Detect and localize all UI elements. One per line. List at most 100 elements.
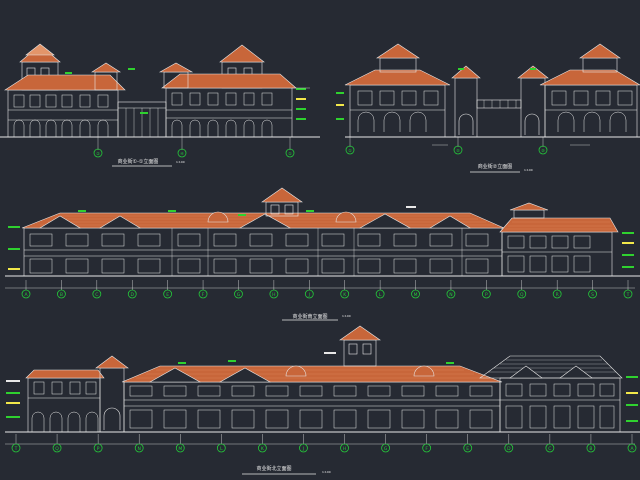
axis-bubble bbox=[216, 443, 226, 453]
axis-label: Q bbox=[55, 446, 59, 452]
axis-bubble bbox=[446, 289, 456, 299]
axis-label: M bbox=[178, 446, 182, 452]
elevation-2-annotations bbox=[336, 68, 590, 146]
elevation-1-title-block: 商业街①-①立面图 1:100 bbox=[112, 158, 185, 167]
drawing-scale: 1:100 bbox=[176, 160, 185, 164]
axis-label: M bbox=[414, 292, 418, 298]
elevation-4-annotations bbox=[6, 352, 638, 422]
axis-label: B bbox=[60, 292, 63, 298]
axis-bubble bbox=[381, 443, 391, 453]
axis-bubble bbox=[623, 289, 633, 299]
drawing-scale: 1:100 bbox=[322, 470, 331, 474]
axis-bubble bbox=[517, 289, 527, 299]
axis-label: Q bbox=[520, 292, 524, 298]
axis-bubble bbox=[340, 289, 350, 299]
axis-label: H bbox=[272, 292, 275, 298]
axis-label: S bbox=[591, 292, 594, 298]
axis-bubble bbox=[552, 289, 562, 299]
elevation-2-title-block: 商业街②立面图 1:100 bbox=[470, 163, 533, 173]
drawing-title: 商业街①-①立面图 bbox=[118, 158, 159, 165]
axis-label: K bbox=[343, 292, 347, 298]
axis-label: J bbox=[308, 292, 310, 298]
axis-bubble bbox=[127, 289, 137, 299]
axis-label: ① bbox=[348, 148, 352, 153]
axis-bubble bbox=[175, 443, 185, 453]
axis-label: J bbox=[302, 446, 304, 452]
axis-bubble bbox=[234, 289, 243, 299]
axis-bubble bbox=[481, 289, 491, 299]
drawing-title: 商业街②立面图 bbox=[478, 163, 512, 170]
axis-label: R bbox=[556, 292, 559, 298]
axis-bubble bbox=[422, 443, 432, 453]
drawing-scale: 1:100 bbox=[342, 314, 351, 318]
elevation-3-title-block: 商业街南立面图 1:100 bbox=[282, 313, 351, 321]
elevation-1-annotations bbox=[65, 68, 310, 138]
axis-label: T bbox=[626, 292, 630, 298]
axis-label: H bbox=[343, 446, 346, 452]
axis-bubble bbox=[627, 443, 637, 453]
elevation-3-windows-upper bbox=[29, 233, 489, 247]
drawing-title: 商业街北立面图 bbox=[256, 465, 291, 472]
axis-label: B bbox=[589, 446, 592, 452]
axis-bubble bbox=[340, 443, 349, 453]
axis-bubble bbox=[257, 443, 267, 453]
axis-label: ④ bbox=[180, 151, 184, 156]
axis-bubble bbox=[411, 289, 420, 299]
elevation-1-drawing bbox=[0, 43, 320, 150]
axis-label: N bbox=[449, 292, 452, 298]
axis-bubble bbox=[375, 289, 385, 299]
axis-bubble bbox=[269, 289, 279, 299]
elevation-2-drawing bbox=[344, 43, 640, 147]
axis-bubble bbox=[57, 289, 66, 299]
axis-label: E bbox=[166, 292, 169, 298]
axis-label: ② bbox=[96, 151, 100, 156]
axis-label: L bbox=[379, 292, 382, 298]
axis-label: D bbox=[507, 446, 511, 452]
axis-bubble bbox=[545, 443, 555, 453]
axis-label: A bbox=[24, 292, 28, 298]
axis-bubble bbox=[21, 289, 31, 299]
axis-label: P bbox=[485, 292, 488, 298]
drawing-title: 商业街南立面图 bbox=[292, 313, 327, 320]
drawing-scale: 1:100 bbox=[524, 168, 533, 172]
axis-label: ⑩ bbox=[541, 148, 545, 153]
axis-bubble bbox=[11, 443, 21, 453]
axis-bubble bbox=[52, 443, 62, 453]
axis-bubble bbox=[463, 443, 473, 453]
axis-label: ⑤ bbox=[456, 148, 460, 153]
axis-label: F bbox=[202, 292, 205, 298]
elevation-2-axis-markers: ① ⑤ ⑩ bbox=[345, 145, 548, 155]
axis-label: T bbox=[14, 446, 18, 452]
axis-label: F bbox=[425, 446, 428, 452]
elevation-1-axis-markers: ② ④ ① bbox=[93, 148, 295, 158]
axis-bubble bbox=[92, 289, 102, 299]
axis-label: C bbox=[548, 446, 551, 452]
axis-bubble bbox=[588, 289, 597, 299]
axis-label: K bbox=[261, 446, 265, 452]
axis-label: G bbox=[237, 292, 241, 298]
axis-bubble bbox=[586, 443, 596, 453]
elevation-3-drawing bbox=[5, 187, 640, 289]
axis-bubble bbox=[163, 289, 173, 299]
axis-label: D bbox=[131, 292, 135, 298]
axis-label: G bbox=[384, 446, 388, 452]
axis-bubble bbox=[299, 443, 308, 453]
elevation-4-title-block: 商业街北立面图 1:100 bbox=[242, 465, 331, 475]
axis-bubble bbox=[198, 289, 208, 299]
elevation-4-drawing bbox=[5, 325, 640, 445]
axis-label: ① bbox=[288, 151, 292, 156]
axis-bubble bbox=[93, 443, 103, 453]
axis-label: C bbox=[95, 292, 98, 298]
elevation-3-annotations bbox=[8, 206, 634, 270]
axis-label: P bbox=[97, 446, 100, 452]
axis-bubble bbox=[134, 443, 144, 453]
elevation-3-windows-lower bbox=[29, 258, 489, 274]
axis-bubble bbox=[304, 289, 314, 299]
axis-label: A bbox=[630, 446, 634, 452]
axis-label: L bbox=[220, 446, 223, 452]
axis-label: N bbox=[138, 446, 141, 452]
axis-bubble bbox=[504, 443, 514, 453]
